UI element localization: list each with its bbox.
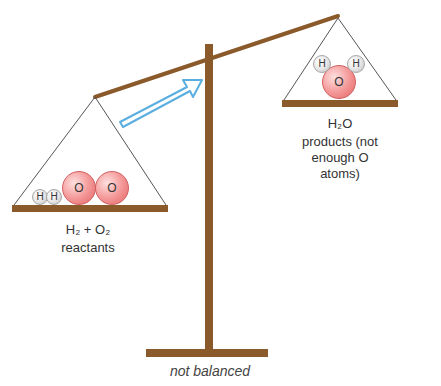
atom-symbol: H — [36, 192, 43, 202]
scale-post — [205, 44, 213, 352]
atom-symbol: H — [318, 59, 325, 69]
left-pan — [12, 205, 168, 212]
scale-beam — [95, 16, 338, 97]
atom-symbol: H — [352, 59, 359, 69]
product-note: products (not enough O atoms) — [301, 134, 379, 182]
reactant-formula: H₂ + O₂ — [28, 222, 148, 238]
atom-symbol: O — [107, 182, 116, 194]
right-pan — [282, 100, 398, 107]
pan-string — [95, 97, 166, 205]
pan-string — [14, 97, 95, 205]
atom-symbol: O — [74, 182, 83, 194]
caption: not balanced — [110, 363, 310, 379]
atom-symbol: H — [50, 192, 57, 202]
hydrogen-atom: H — [313, 55, 331, 73]
atom-symbol: O — [334, 76, 343, 88]
product-formula: H₂O — [290, 116, 390, 132]
hydrogen-atom: H — [347, 55, 365, 73]
reactant-label: reactants — [28, 240, 148, 256]
oxygen-atom: O — [95, 171, 129, 205]
reaction-arrow — [120, 80, 202, 127]
oxygen-atom: O — [62, 171, 96, 205]
hydrogen-atom: H — [46, 189, 62, 205]
